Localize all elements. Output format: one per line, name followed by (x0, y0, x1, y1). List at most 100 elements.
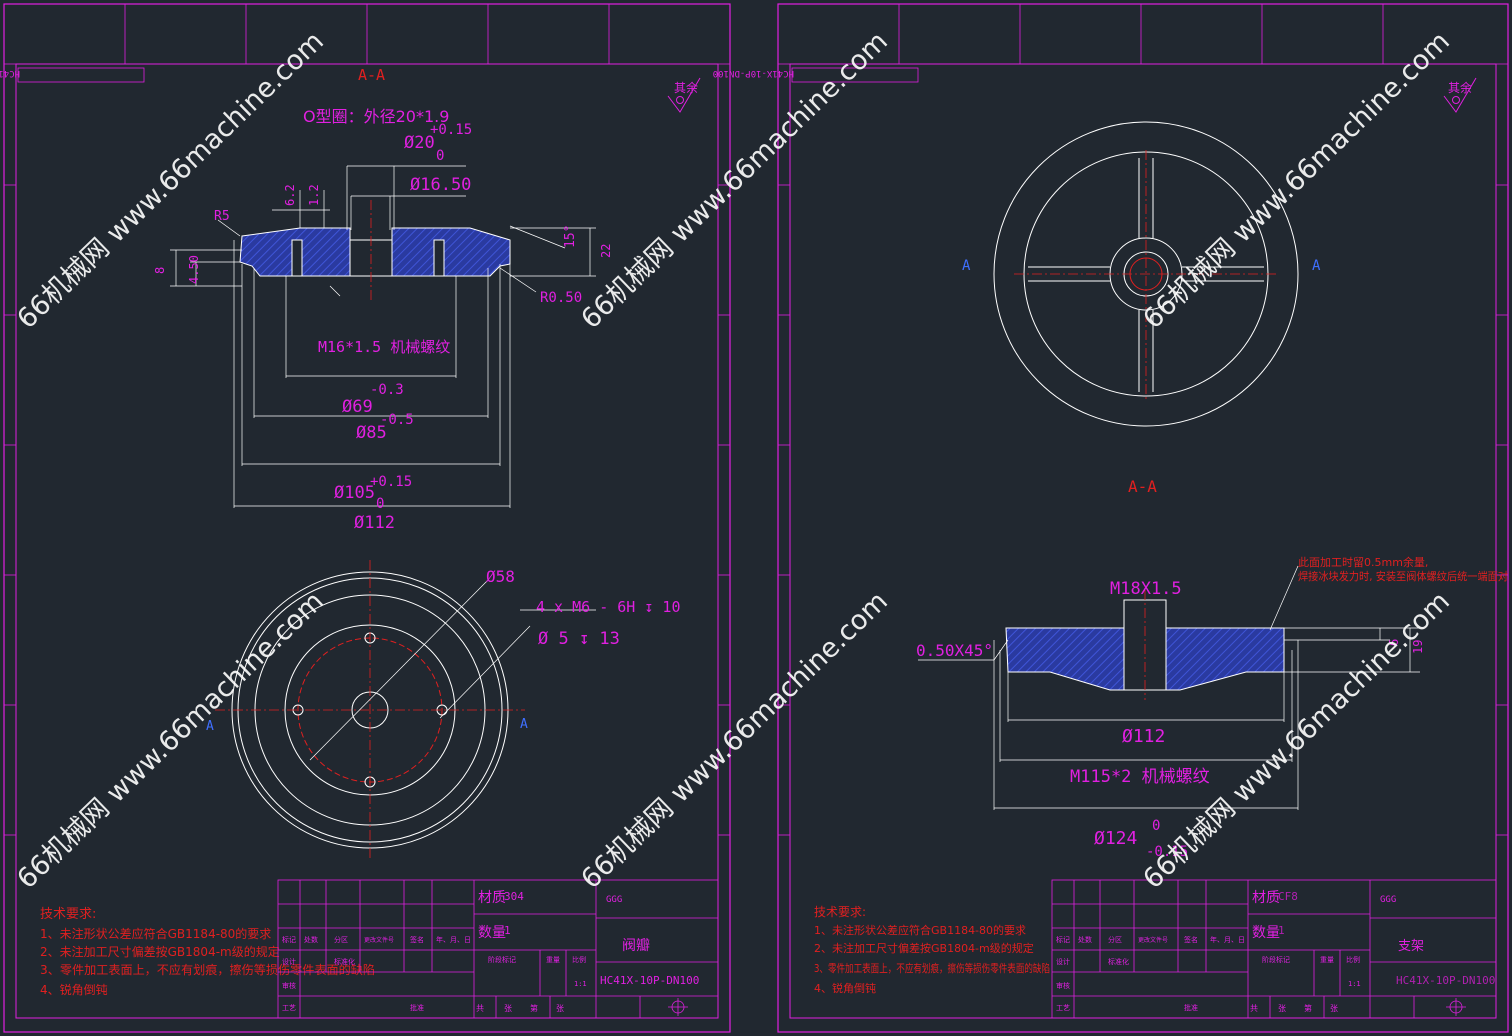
dim-h8: 8 (153, 267, 167, 274)
dim-d16: Ø16.50 (410, 175, 471, 195)
watermark-2: 66机械网 www.66machine.com (11, 586, 330, 895)
right-roughness-symbol (1443, 77, 1477, 113)
left-material-label: 材质 (478, 890, 506, 906)
right-sheet-1: 张 (1278, 1004, 1286, 1013)
left-ratio: 比例 (572, 955, 586, 964)
right-tech-1: 1、未注形状公差应符合GB1184-80的要求 (814, 923, 1026, 937)
left-tech-3: 3、零件加工表面上，不应有划痕，擦伤等损伤零件表面的缺陷 (40, 962, 375, 977)
right-material: CF8 (1278, 890, 1298, 903)
left-qty: 1 (504, 924, 511, 937)
right-title-stamp-box (791, 67, 919, 83)
left-sheet-3: 张 (556, 1004, 564, 1013)
dim-h6: 6 (1387, 639, 1401, 646)
dim-d69: Ø69 (342, 397, 373, 417)
dim-d20: Ø20 (404, 133, 435, 153)
dim-d124: Ø124 (1094, 828, 1137, 849)
right-arrow-a-left: A (962, 258, 971, 274)
dim-right-d112: Ø112 (1122, 726, 1165, 747)
left-role-0: 设计 (282, 957, 296, 966)
dim-d105-tol-low: 0 (376, 496, 384, 512)
right-tech-4: 4、锐角倒钝 (814, 981, 876, 995)
left-role-3: 工艺 (282, 1004, 296, 1012)
right-weight: 重量 (1320, 956, 1334, 964)
dim-chamfer: 0.50X45° (916, 641, 993, 660)
dim-h12: 1.2 (307, 184, 321, 206)
right-stage: 阶段标记 (1262, 955, 1290, 964)
left-roughness-label: 其余 (674, 80, 698, 95)
left-hdr-4: 签名 (410, 935, 424, 944)
dim-d105: Ø105 (334, 483, 375, 503)
left-roughness-symbol (667, 77, 701, 113)
dim-d58: Ø58 (486, 567, 515, 586)
o-ring-note: O型圈：外径20*1.9 (303, 107, 449, 126)
left-tech-4: 4、锐角倒钝 (40, 983, 108, 997)
right-hdr-5: 年、月、日 (1210, 935, 1245, 944)
right-sheet-0: 共 (1250, 1004, 1258, 1013)
left-hdr-5: 年、月、日 (436, 935, 471, 944)
left-plan-arrow-a-right: A (520, 717, 528, 732)
right-material-label: 材质 (1252, 890, 1280, 906)
right-hdr-0: 标记 (1056, 935, 1070, 944)
right-sheet-3: 张 (1330, 1004, 1338, 1013)
disc-section-dims: Ø20 +0.15 0 Ø16.50 6.2 1.2 R5 15° 22 8 4… (153, 122, 613, 533)
dim-h62: 6.2 (283, 184, 297, 206)
right-red-note-1: 此面加工时留0.5mm余量, (1298, 555, 1428, 569)
left-hdr-0: 标记 (282, 935, 296, 944)
right-hdr-2: 分区 (1108, 935, 1122, 944)
right-roughness-label: 其余 (1448, 80, 1472, 95)
left-sheet: HC41X-10P-DN100 A-A O型圈：外径20*1.9 其余 (0, 3, 731, 1033)
right-ratio: 比例 (1346, 955, 1360, 964)
left-tech-requirements: 技术要求: 1、未注形状公差应符合GB1184-80的要求 2、未注加工尺寸偏差… (40, 907, 375, 997)
dim-r5: R5 (214, 209, 230, 224)
left-role-2: 审核 (282, 981, 296, 990)
right-tech-2: 2、未注加工尺寸偏差按GB1804-m级的规定 (814, 941, 1034, 955)
left-hdr-1: 处数 (304, 935, 318, 944)
right-hdr-4: 签名 (1184, 935, 1198, 944)
right-role-1: 标准化 (1108, 957, 1129, 966)
left-tech-1: 1、未注形状公差应符合GB1184-80的要求 (40, 926, 271, 941)
dim-m18: M18X1.5 (1110, 579, 1182, 599)
dim-d124-tol-up: 0 (1152, 818, 1160, 834)
disc-plan-view (215, 560, 596, 860)
right-role-4: 批准 (1184, 1003, 1198, 1012)
left-weight: 重量 (546, 956, 560, 964)
left-drawing-no: HC41X-10P-DN100 (600, 974, 699, 987)
right-tech-3: 3、零件加工表面上，不应有划痕，擦伤等损伤零件表面的缺陷 (814, 961, 1050, 975)
left-section-label: A-A (358, 66, 385, 84)
disc-section-view (239, 200, 511, 300)
dim-d20-tol-up: +0.15 (430, 122, 472, 138)
left-sheet-2: 第 (530, 1003, 538, 1013)
right-title-block: 材质 CF8 数量 1 GGG 支架 HC41X-10P-DN100 阶段标记 … (1051, 879, 1497, 1019)
right-qty-label: 数量 (1252, 925, 1280, 941)
left-hdr-3: 更改文件号 (364, 936, 394, 944)
left-part-name: 阀瓣 (622, 938, 650, 954)
right-tech-title: 技术要求: (814, 905, 866, 919)
right-role-3: 工艺 (1056, 1004, 1070, 1012)
dim-h22: 22 (599, 244, 613, 258)
watermark-5: 66机械网 www.66machine.com (1137, 26, 1456, 335)
dim-d112: Ø112 (354, 513, 395, 533)
dim-thread: M16*1.5 机械螺纹 (318, 338, 450, 356)
dim-d85-tol: -0.5 (380, 412, 414, 428)
dim-holes2: Ø 5 ↧ 13 (538, 629, 620, 649)
left-scale: 1:1 (574, 980, 587, 988)
right-role-0: 设计 (1056, 957, 1070, 966)
right-red-note-2: 焊接冰块发力时, 安装至阀体螺纹后统一端面对 (1298, 569, 1508, 583)
right-drawing-no: HC41X-10P-DN100 (1396, 974, 1495, 987)
dim-d20-tol-low: 0 (436, 148, 444, 164)
dim-r050: R0.50 (540, 290, 582, 306)
right-tech-requirements: 技术要求: 1、未注形状公差应符合GB1184-80的要求 2、未注加工尺寸偏差… (814, 905, 1050, 995)
dim-d69-tol: -0.3 (370, 382, 404, 398)
right-company: GGG (1380, 895, 1396, 905)
left-company: GGG (606, 895, 622, 905)
right-arrow-a-right: A (1312, 258, 1321, 274)
dim-h450: 4.50 (187, 255, 201, 284)
handwheel-section-view (1005, 590, 1285, 700)
dim-d105-tol-up: +0.15 (370, 474, 412, 490)
dim-h19: 19 (1411, 640, 1425, 654)
dim-holes1: 4 x M6 - 6H ↧ 10 (536, 598, 681, 616)
right-outer-frame (777, 3, 1509, 1033)
right-scale: 1:1 (1348, 980, 1361, 988)
left-tech-2: 2、未注加工尺寸偏差按GB1804-m级的规定 (40, 944, 280, 959)
handwheel-section-dims: M18X1.5 0.50X45° 6 19 Ø112 M115*2 机械螺纹 Ø… (916, 555, 1508, 860)
